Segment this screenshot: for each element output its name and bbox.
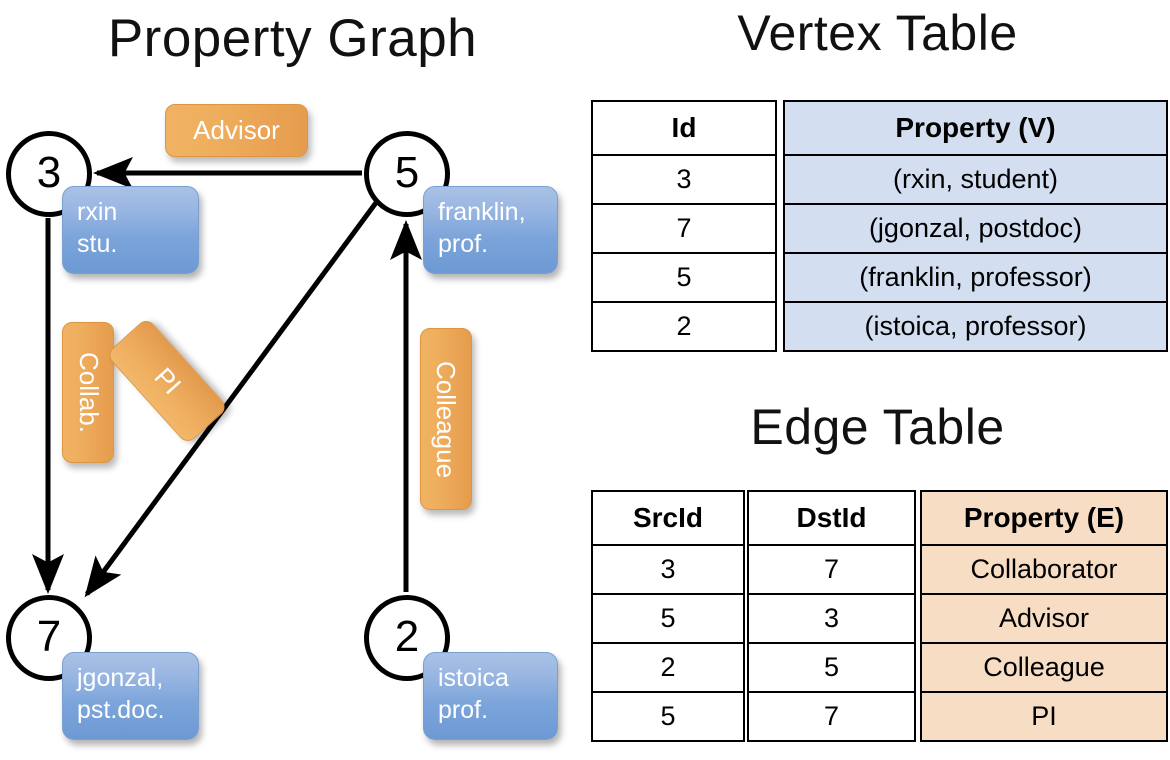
table-row: PI xyxy=(920,691,1168,742)
edge-label-colleague-text: Colleague xyxy=(431,360,462,478)
edge-table-cell-property-2: Colleague xyxy=(920,642,1168,693)
graph-edge-lines xyxy=(32,157,422,598)
table-row: 5 xyxy=(591,691,745,742)
edge-table-cell-property-1: Advisor xyxy=(920,593,1168,644)
vertex-property-istoica-line1: istoica xyxy=(438,664,509,692)
edge-table-property-column: Property (E) Collaborator Advisor Collea… xyxy=(920,490,1168,742)
table-row: 2 xyxy=(591,642,745,693)
vertex-table-cell-id-2: 5 xyxy=(591,252,777,303)
table-row: Colleague xyxy=(920,642,1168,693)
edge-table-srcid-column: SrcId 3 5 2 5 xyxy=(591,490,745,742)
table-row: Collaborator xyxy=(920,544,1168,595)
vertex-table-cell-property-2: (franklin, professor) xyxy=(783,252,1168,303)
table-row: 7 xyxy=(747,691,916,742)
edge-label-pi-text: PI xyxy=(147,361,187,400)
page-title-property-graph: Property Graph xyxy=(107,9,478,68)
vertex-property-franklin-line2: prof. xyxy=(438,230,489,258)
edge-table-header-srcid: SrcId xyxy=(591,490,745,546)
edge-label-collab: Collab. xyxy=(62,322,114,463)
edge-label-collab-text: Collab. xyxy=(73,352,104,433)
edge-table-cell-src-1: 5 xyxy=(591,593,745,644)
vertex-node-3-label: 3 xyxy=(36,148,62,198)
edge-table-cell-property-0: Collaborator xyxy=(920,544,1168,595)
vertex-table-cell-id-0: 3 xyxy=(591,154,777,205)
page-title-edge-table: Edge Table xyxy=(750,399,1005,455)
table-header-row: Property (E) xyxy=(920,490,1168,546)
edge-label-colleague: Colleague xyxy=(420,328,472,510)
table-row: Advisor xyxy=(920,593,1168,644)
vertex-node-7-label: 7 xyxy=(36,612,62,662)
vertex-property-box-franklin: franklin, prof. xyxy=(423,186,558,274)
vertex-node-5[interactable]: 5 xyxy=(364,131,450,217)
vertex-property-jgonzal-line2: pst.doc. xyxy=(77,696,165,724)
table-header-row: DstId xyxy=(747,490,916,546)
vertex-node-2-label: 2 xyxy=(394,612,420,662)
table-row: 2 xyxy=(591,301,777,352)
vertex-property-box-jgonzal: jgonzal, pst.doc. xyxy=(62,652,199,740)
table-row: (franklin, professor) xyxy=(783,252,1168,303)
table-header-row: SrcId xyxy=(591,490,745,546)
vertex-table-header-property: Property (V) xyxy=(783,100,1168,156)
page-title-vertex-table: Vertex Table xyxy=(737,5,1018,61)
edge-label-advisor-text: Advisor xyxy=(193,115,280,145)
vertex-table-cell-property-1: (jgonzal, postdoc) xyxy=(783,203,1168,254)
table-row: (istoica, professor) xyxy=(783,301,1168,352)
vertex-property-jgonzal-line1: jgonzal, xyxy=(77,664,164,692)
table-header-row: Property (V) xyxy=(783,100,1168,156)
edge-table-header-property: Property (E) xyxy=(920,490,1168,546)
edge-table-dstid-column: DstId 7 3 5 7 xyxy=(747,490,916,742)
edge-label-advisor: Advisor xyxy=(165,104,308,157)
vertex-table-cell-id-3: 2 xyxy=(591,301,777,352)
edge-table-cell-dst-2: 5 xyxy=(747,642,916,693)
vertex-node-2[interactable]: 2 xyxy=(364,595,450,681)
vertex-table-property-column: Property (V) (rxin, student) (jgonzal, p… xyxy=(783,100,1168,352)
vertex-property-istoica-line2: prof. xyxy=(438,696,489,724)
table-row: 7 xyxy=(747,544,916,595)
edge-table-cell-dst-3: 7 xyxy=(747,691,916,742)
table-row: 5 xyxy=(591,252,777,303)
table-row: 5 xyxy=(747,642,916,693)
vertex-table-id-column: Id 3 7 5 2 xyxy=(591,100,777,352)
table-row: (rxin, student) xyxy=(783,154,1168,205)
vertex-property-rxin-line1: rxin xyxy=(77,198,118,226)
property-graph-diagram: 3 5 7 2 rxin stu. franklin, prof. jgonza… xyxy=(6,104,558,740)
edge-table-header-dstid: DstId xyxy=(747,490,916,546)
table-row: 3 xyxy=(747,593,916,644)
vertex-table-cell-property-3: (istoica, professor) xyxy=(783,301,1168,352)
table-row: 5 xyxy=(591,593,745,644)
edge-5-to-7 xyxy=(84,198,381,598)
vertex-table-cell-id-1: 7 xyxy=(591,203,777,254)
table-row: 7 xyxy=(591,203,777,254)
vertex-property-box-rxin: rxin stu. xyxy=(62,186,199,274)
vertex-node-5-label: 5 xyxy=(394,148,420,198)
edge-table-cell-src-2: 2 xyxy=(591,642,745,693)
edge-table-cell-property-3: PI xyxy=(920,691,1168,742)
edge-table-cell-src-3: 5 xyxy=(591,691,745,742)
vertex-property-rxin-line2: stu. xyxy=(77,230,118,258)
vertex-table-cell-property-0: (rxin, student) xyxy=(783,154,1168,205)
edge-table-cell-src-0: 3 xyxy=(591,544,745,595)
table-header-row: Id xyxy=(591,100,777,156)
edge-table-cell-dst-1: 3 xyxy=(747,593,916,644)
table-row: 3 xyxy=(591,544,745,595)
edge-table-cell-dst-0: 7 xyxy=(747,544,916,595)
table-row: (jgonzal, postdoc) xyxy=(783,203,1168,254)
table-row: 3 xyxy=(591,154,777,205)
vertex-table-header-id: Id xyxy=(591,100,777,156)
vertex-property-franklin-line1: franklin, xyxy=(438,198,526,226)
vertex-property-box-istoica: istoica prof. xyxy=(423,652,558,740)
